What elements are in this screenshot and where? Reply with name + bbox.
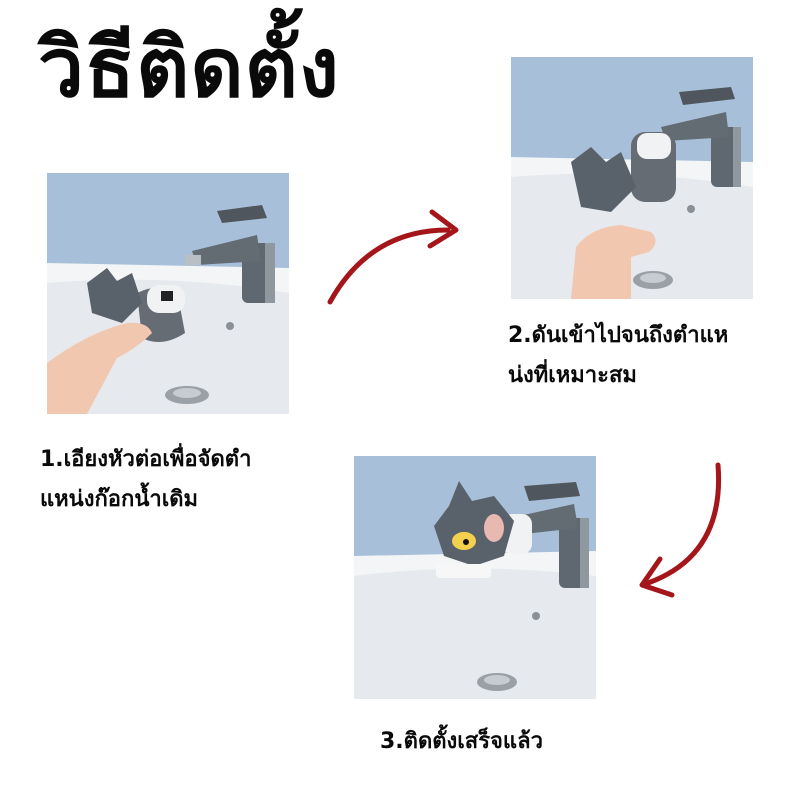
curved-arrow-right-icon <box>327 209 459 305</box>
step-1-photo <box>47 173 289 414</box>
curved-arrow-down-left-icon <box>639 462 722 598</box>
step-2-caption-line-1: 2.ดันเข้าไปจนถึงตำแห <box>508 323 729 348</box>
step-2-caption-line-2: น่งที่เหมาะสม <box>508 363 637 388</box>
step-3-caption-line-1: 3.ติดตั้งเสร็จแล้ว <box>380 729 543 754</box>
step-3-caption: 3.ติดตั้งเสร็จแล้ว <box>380 722 660 762</box>
step-1-caption: 1.เอียงหัวต่อเพื่อจัดตำ แหน่งก๊อกน้ำเดิม <box>40 440 320 520</box>
page-title: วิธีติดตั้ง <box>38 21 340 116</box>
step-2-caption: 2.ดันเข้าไปจนถึงตำแห น่งที่เหมาะสม <box>508 316 788 396</box>
sink-faucet-installed-photo <box>354 456 596 699</box>
step-2-photo <box>511 57 753 299</box>
step-1-caption-line-2: แหน่งก๊อกน้ำเดิม <box>40 487 199 512</box>
step-3-photo <box>354 456 596 699</box>
sink-faucet-push-photo <box>511 57 753 299</box>
step-1-caption-line-1: 1.เอียงหัวต่อเพื่อจัดตำ <box>40 447 252 472</box>
sink-faucet-hand-photo <box>47 173 289 414</box>
